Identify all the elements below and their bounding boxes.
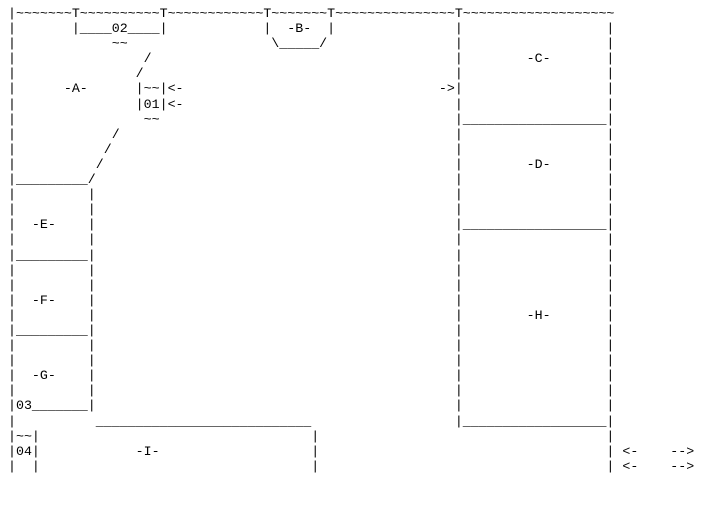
ascii-line: | -F- | | | — [0, 292, 615, 308]
ascii-line: | | | | — [0, 232, 615, 248]
ascii-line: | / | | — [0, 141, 615, 157]
ascii-map: |~~~~~~~T~~~~~~~~~~T~~~~~~~~~~~~T~~~~~~~… — [0, 6, 695, 474]
ascii-line: | | | | — [0, 187, 615, 203]
ascii-line: | ~~ |__________________| — [0, 111, 615, 127]
ascii-line: | | | | — [0, 353, 615, 369]
ascii-line: | / | -C- | — [0, 51, 615, 67]
ascii-line: |~~| | | — [0, 428, 615, 444]
ascii-line: | | | | <- --> — [0, 458, 695, 474]
ascii-line: | | | | — [0, 202, 615, 218]
ascii-line: |~~~~~~~T~~~~~~~~~~T~~~~~~~~~~~~T~~~~~~~… — [0, 6, 615, 21]
ascii-line: |04| -I- | | <- --> — [0, 443, 695, 459]
ascii-line: | |____02____| | -B- | | | — [0, 21, 615, 37]
ascii-line: |_________| | | — [0, 247, 615, 263]
ascii-line: |_________/ | | — [0, 172, 615, 188]
ascii-line: | |01|<- | | — [0, 96, 615, 112]
ascii-line: | / | | — [0, 66, 615, 82]
ascii-line: |03_______| | | — [0, 398, 615, 414]
ascii-line: | | | | — [0, 338, 615, 354]
ascii-line: | | | | — [0, 383, 615, 399]
ascii-line: | | | | — [0, 277, 615, 293]
ascii-line: | | | -H- | — [0, 307, 615, 323]
ascii-line: | | | | — [0, 262, 615, 278]
ascii-line: | ~~ \_____/ | | — [0, 36, 615, 52]
ascii-line: |_________| | | — [0, 322, 615, 338]
ascii-line: | -G- | | | — [0, 368, 615, 384]
ascii-line: | -A- |~~|<- ->| | — [0, 81, 615, 97]
ascii-line: | / | | — [0, 126, 615, 142]
ascii-line: | ___________________________ |_________… — [0, 413, 615, 429]
ascii-line: | / | -D- | — [0, 156, 615, 172]
ascii-line: | -E- | |__________________| — [0, 217, 615, 233]
